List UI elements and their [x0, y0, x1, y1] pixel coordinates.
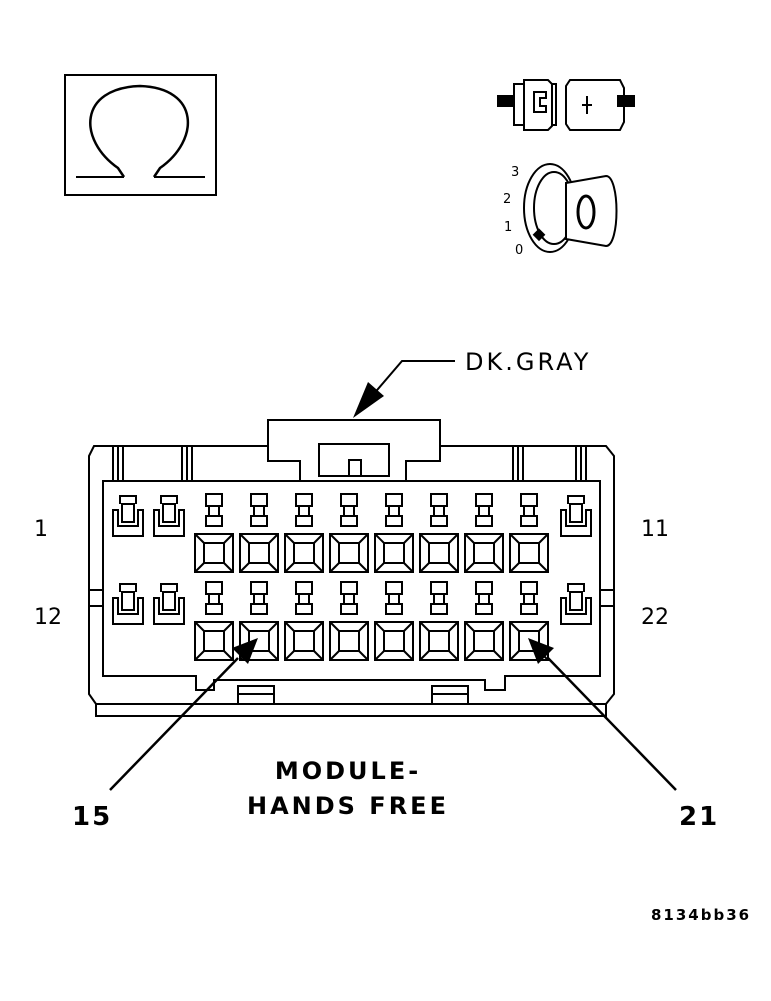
- cavity-top-4: [329, 493, 369, 573]
- module-title-line1: MODULE-: [275, 757, 421, 785]
- ignition-key-off-icon: 3 2 1 0: [503, 163, 618, 258]
- reference-code: 8134bb36: [651, 906, 751, 924]
- cavity-bottom-5: [374, 581, 414, 661]
- cavity-top-2: [239, 493, 279, 573]
- pin-callout-right: 21: [679, 802, 719, 832]
- connector-disconnect-icon: [497, 79, 635, 131]
- cavity-top-6: [419, 493, 459, 573]
- row-label-top-left: 1: [34, 517, 48, 542]
- cavity-bottom-small-right-1: [560, 583, 592, 625]
- pin-callout-left: 15: [72, 802, 112, 832]
- ignition-position-2: 2: [503, 192, 511, 207]
- cavity-bottom-4: [329, 581, 369, 661]
- cavity-bottom-small-left-1: [112, 583, 144, 625]
- wire-color-label: DK.GRAY: [465, 348, 591, 376]
- cavity-top-small-left-1: [112, 495, 144, 537]
- cavity-bottom-1: [194, 581, 234, 661]
- cavity-top-small-right-1: [560, 495, 592, 537]
- ohm-meter-icon: [64, 74, 217, 196]
- wire-color-leader: [353, 360, 455, 418]
- cavity-top-3: [284, 493, 324, 573]
- cavity-top-7: [464, 493, 504, 573]
- pin-cavities: [112, 493, 592, 661]
- pin-callout-arrow-right: [528, 638, 677, 791]
- pin-callout-arrow-left: [109, 638, 258, 791]
- row-label-top-right: 11: [641, 517, 669, 542]
- cavity-bottom-6: [419, 581, 459, 661]
- cavity-bottom-3: [284, 581, 324, 661]
- cavity-bottom-7: [464, 581, 504, 661]
- cavity-bottom-small-left-2: [153, 583, 185, 625]
- module-title-line2: HANDS FREE: [247, 792, 449, 820]
- cavity-top-small-left-2: [153, 495, 185, 537]
- cavity-top-5: [374, 493, 414, 573]
- cavity-top-1: [194, 493, 234, 573]
- row-label-bottom-left: 12: [34, 605, 62, 630]
- cavity-top-8: [509, 493, 549, 573]
- ignition-position-3: 3: [511, 165, 519, 180]
- ignition-position-0: 0: [515, 243, 523, 258]
- ignition-position-1: 1: [504, 220, 512, 235]
- cavity-bottom-8: [509, 581, 549, 661]
- row-label-bottom-right: 22: [641, 605, 669, 630]
- connector-body: [88, 419, 615, 717]
